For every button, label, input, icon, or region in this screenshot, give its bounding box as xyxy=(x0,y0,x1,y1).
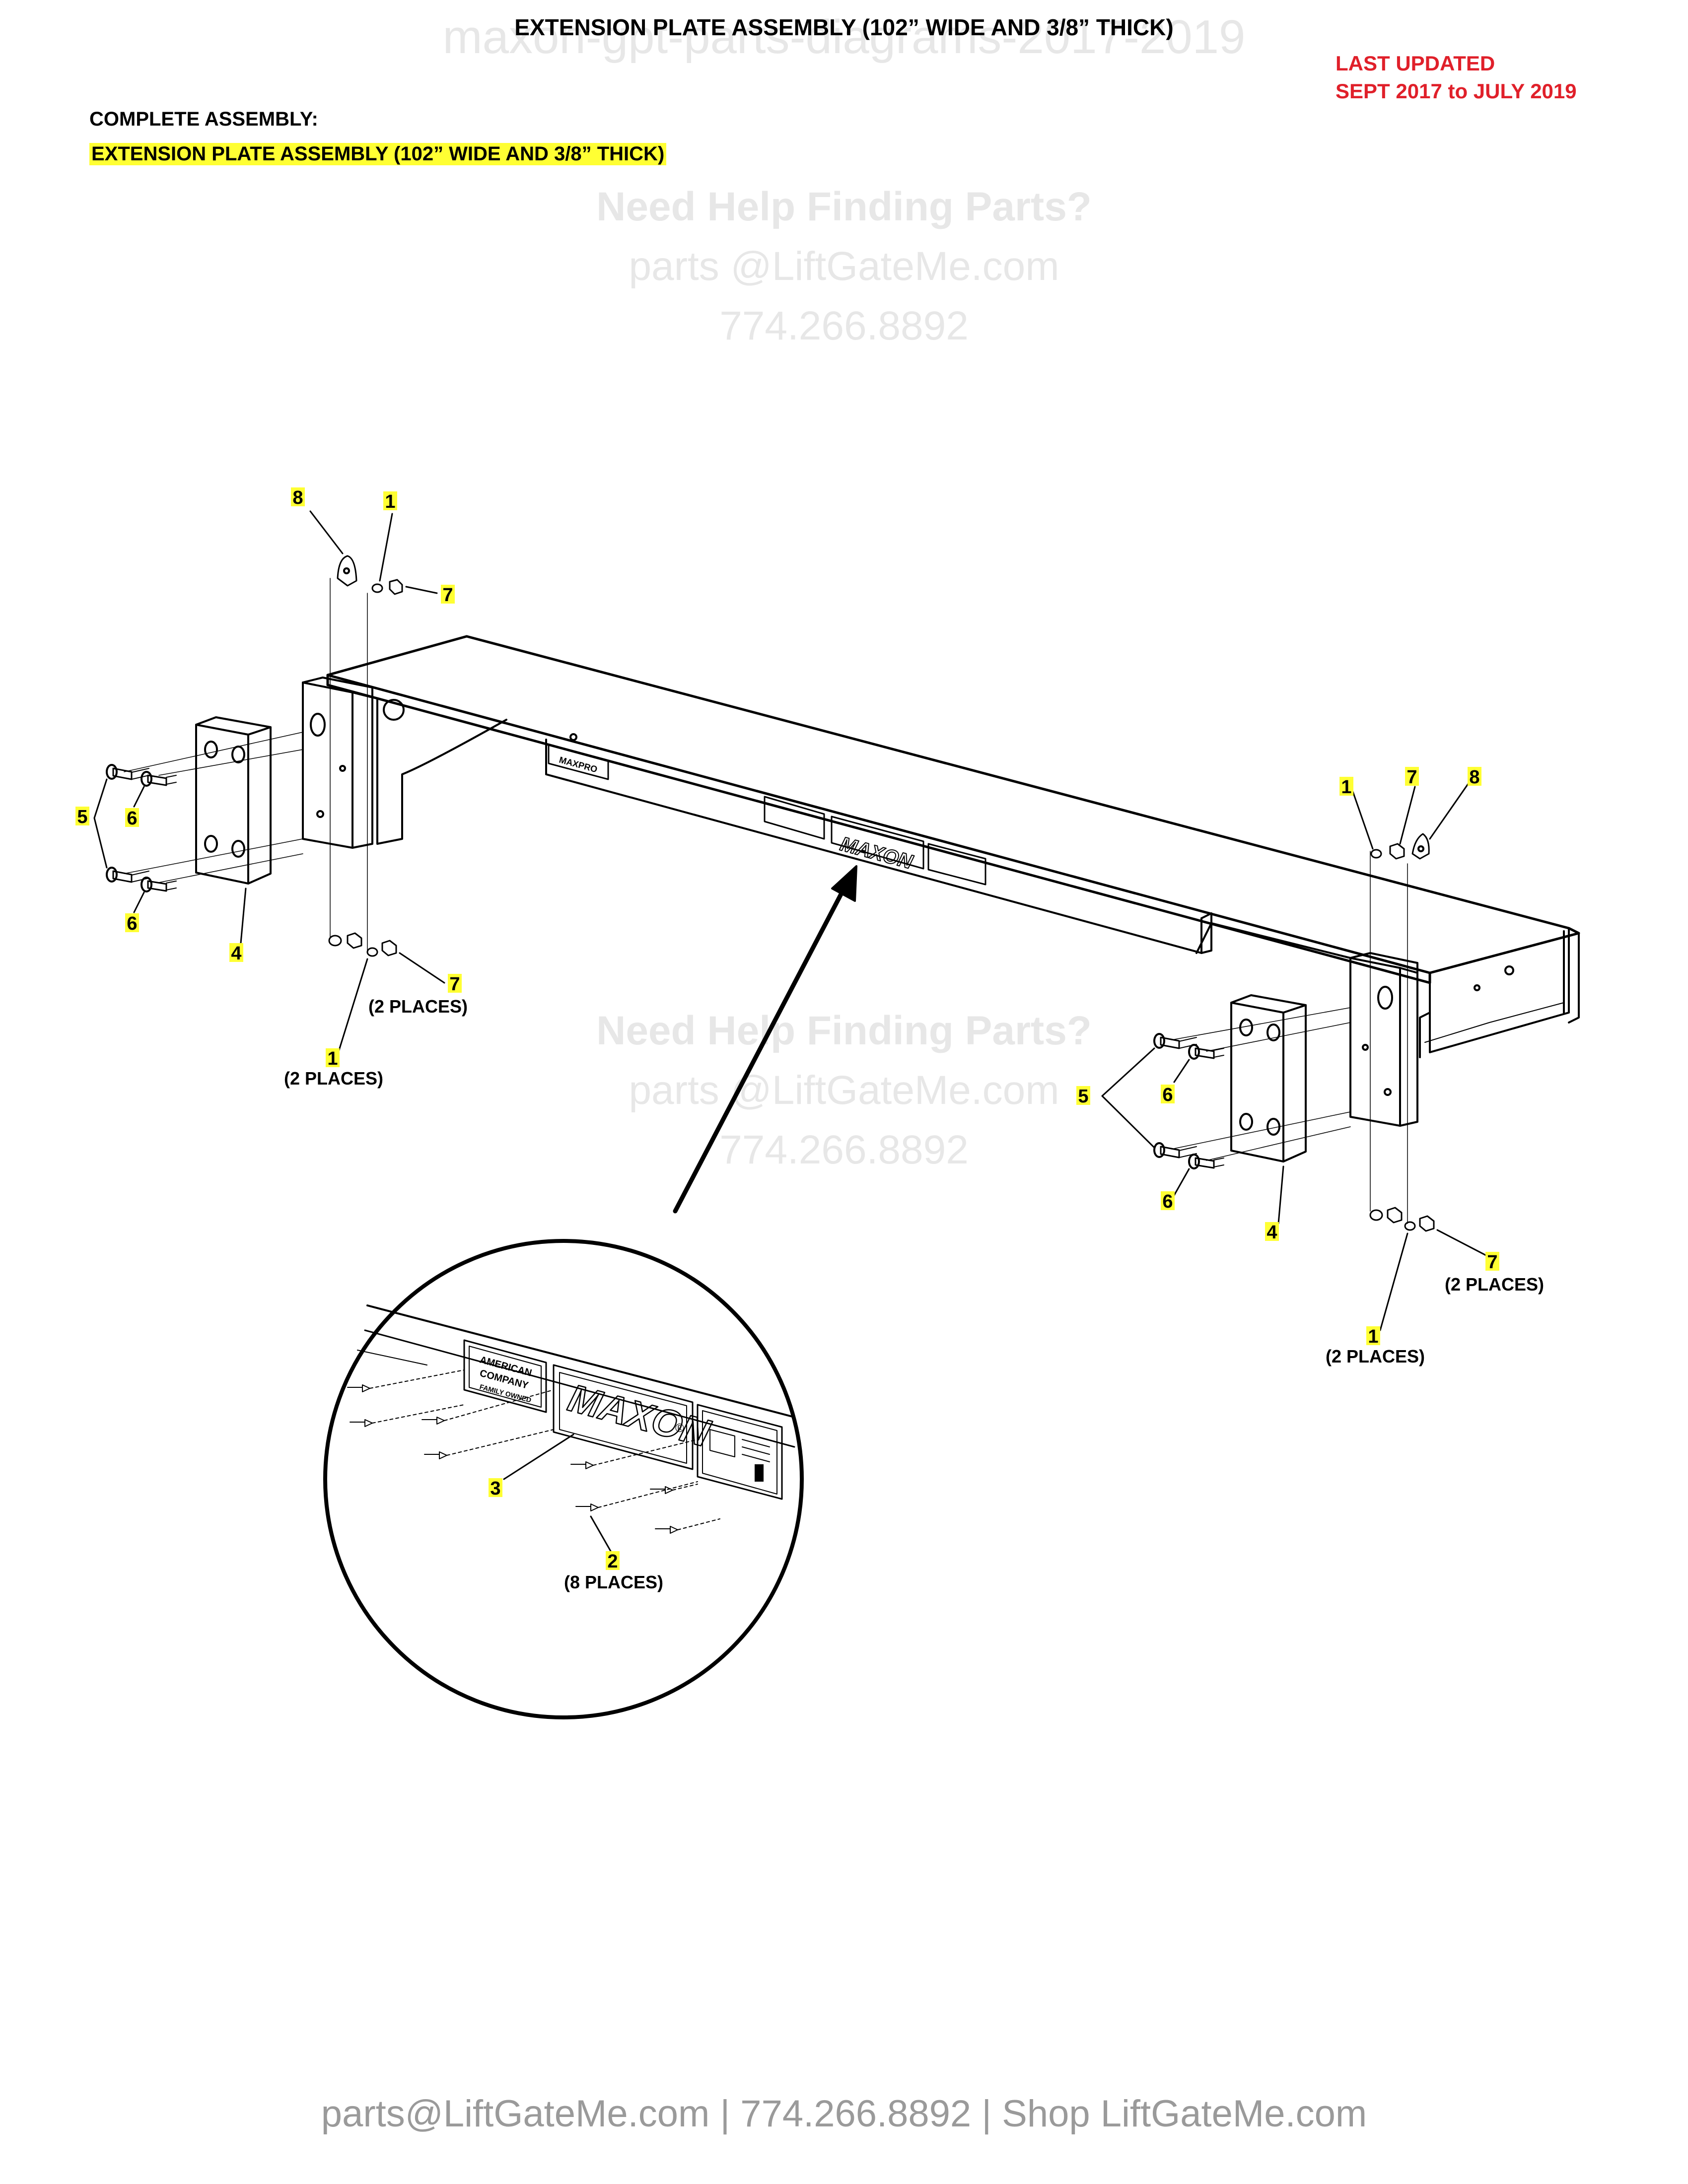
watermark-help-phone-1: 774.266.8892 xyxy=(719,303,969,348)
right-alignment-lines xyxy=(1171,851,1408,1224)
assembly-link[interactable]: EXTENSION PLATE ASSEMBLY (102” WIDE AND … xyxy=(89,143,667,165)
right-bracket xyxy=(1349,952,1418,1127)
left-washer-bolts xyxy=(141,771,177,892)
callouts: 8 1 7 5 6 6 4 7 (2 PLACES) 1 (2 PLACES) … xyxy=(75,487,1544,1592)
callout-1-left-top: 1 xyxy=(385,491,395,512)
watermark-top: maxon-gpt-parts-diagrams-2017-2019 xyxy=(442,10,1246,64)
note-8-places: (8 PLACES) xyxy=(564,1572,663,1592)
maxon-logo-small: MAXON xyxy=(838,833,915,873)
callout-7-left-top: 7 xyxy=(442,585,453,606)
note-2-places-right-1: (2 PLACES) xyxy=(1326,1346,1425,1366)
callout-6-right-lower: 6 xyxy=(1162,1191,1173,1212)
last-updated-range: SEPT 2017 to JULY 2019 xyxy=(1336,79,1577,103)
callout-4-right: 4 xyxy=(1266,1222,1277,1243)
watermark-help-title-2: Need Help Finding Parts? xyxy=(596,1008,1092,1053)
complete-assembly-label: COMPLETE ASSEMBLY: xyxy=(89,108,318,130)
left-bolts xyxy=(106,764,149,883)
callout-5-right: 5 xyxy=(1078,1086,1088,1107)
watermark-help-title-1: Need Help Finding Parts? xyxy=(596,184,1092,229)
extension-plate xyxy=(326,635,1580,1058)
callout-2: 2 xyxy=(607,1551,618,1572)
note-2-places-left-7: (2 PLACES) xyxy=(368,996,468,1017)
left-bracket xyxy=(302,677,405,849)
watermark-help-phone-2: 774.266.8892 xyxy=(719,1127,969,1172)
page-title: EXTENSION PLATE ASSEMBLY (102” WIDE AND … xyxy=(514,14,1174,40)
callout-3: 3 xyxy=(490,1478,500,1499)
detail-pointer-arrow xyxy=(673,865,857,1214)
callout-7-left-bottom: 7 xyxy=(449,974,460,995)
callout-6-left-lower: 6 xyxy=(127,913,137,934)
right-washer-bolts xyxy=(1188,1044,1224,1169)
callout-7-right-top: 7 xyxy=(1407,767,1417,788)
callout-1-left-bottom: 1 xyxy=(327,1048,338,1069)
callout-6-right-upper: 6 xyxy=(1162,1085,1173,1105)
callout-5-left: 5 xyxy=(77,807,87,827)
maxon-registered-mark: ® xyxy=(675,1422,684,1435)
note-2-places-left-1: (2 PLACES) xyxy=(284,1068,383,1089)
right-top-hardware xyxy=(1370,833,1430,860)
callout-1-right-top: 1 xyxy=(1341,777,1351,798)
note-2-places-right-7: (2 PLACES) xyxy=(1445,1274,1544,1295)
right-bottom-hardware xyxy=(1370,1208,1435,1232)
watermark-help-email-2: parts @LiftGateMe.com xyxy=(629,1068,1059,1113)
callout-8-right: 8 xyxy=(1469,767,1479,788)
last-updated-label: LAST UPDATED xyxy=(1336,52,1495,75)
detail-circle: AMERICAN COMPANY FAMILY OWNED MAXON ® xyxy=(323,1239,804,1719)
left-spacer-block xyxy=(195,716,272,885)
callout-6-left-upper: 6 xyxy=(127,808,137,829)
callout-4-left: 4 xyxy=(231,943,241,964)
leader-lines xyxy=(93,510,1488,1552)
left-alignment-lines xyxy=(124,578,368,951)
right-bolts xyxy=(1153,1033,1197,1159)
left-bottom-hardware xyxy=(328,932,397,957)
maxpro-label: MAXPRO xyxy=(548,744,609,780)
left-top-hardware xyxy=(337,555,403,595)
watermark-help-email-1: parts @LiftGateMe.com xyxy=(629,244,1059,289)
footer-contact[interactable]: parts@LiftGateMe.com | 774.266.8892 | Sh… xyxy=(321,2093,1367,2135)
callout-7-right-bottom: 7 xyxy=(1487,1252,1497,1273)
right-spacer-block xyxy=(1230,994,1307,1162)
front-decal-row: MAXON xyxy=(764,796,986,886)
last-updated-note: LAST UPDATED SEPT 2017 to JULY 2019 xyxy=(1336,50,1577,105)
rivets xyxy=(347,1369,720,1534)
callout-1-right-bottom: 1 xyxy=(1368,1326,1378,1347)
callout-8-left: 8 xyxy=(292,487,303,508)
